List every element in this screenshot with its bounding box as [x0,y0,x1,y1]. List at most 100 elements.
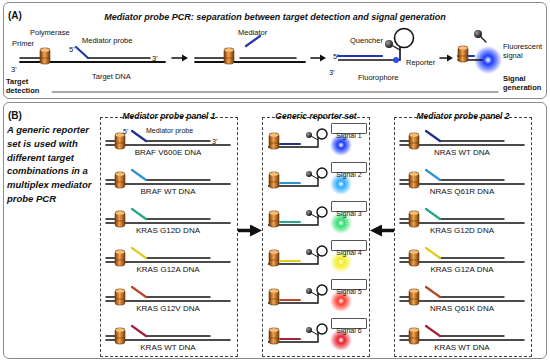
box-text: Signal 3 [336,209,361,218]
signal-box: Signal 2 [331,162,367,173]
polymerase-body [409,328,419,344]
mediator-probe-strand [146,296,210,297]
part-label: Mediator probe [82,37,132,46]
part-label: Target detection [6,78,52,95]
probe-unit [400,209,524,227]
polymerase-symbol [409,328,419,344]
quencher-linker [311,331,318,335]
reporter-loop [317,246,327,256]
polymerase-body [115,172,125,188]
box-text: Signal 4 [336,248,361,257]
polymerase-body [269,133,279,149]
polymerase-band [409,299,419,300]
part-label: Fluorophore [358,74,398,83]
part-label: Quencher [350,37,383,46]
polymerase-band [115,143,125,144]
text-slot: (A) [8,5,22,23]
polymerase-body [269,211,279,227]
probe-unit [106,209,230,227]
probe-unit [106,170,230,188]
mediator-tail [132,287,146,297]
polymerase-symbol [409,211,419,227]
part-label: Mediator [238,29,267,38]
mediator-strand [280,260,300,262]
mediator-probe-strand [440,179,504,180]
polymerase-body [40,48,50,64]
quencher-linker [481,37,486,42]
text-slot: Generic reporter set [262,105,370,123]
polymerase-body [115,289,125,305]
polymerase-top [270,211,279,215]
polymerase-band [269,338,279,339]
primer-strand [400,140,410,141]
polymerase-top [116,172,125,176]
polymerase-symbol [269,172,279,188]
polymerase-body [409,211,419,227]
primer-strand [400,179,410,180]
probe-unit [400,170,524,188]
mediator-tail [132,131,146,141]
text-slot: Mediator probe panel 2 [394,105,532,123]
polymerase-band [224,58,234,59]
signal-box: Signal 6 [331,318,367,329]
polymerase-symbol [224,48,234,64]
quencher-ball [306,210,312,216]
label-slot: Reporter [406,51,435,69]
label-slot: 3' [329,61,335,79]
text-slot: (B) [8,105,22,123]
polymerase-symbol [269,133,279,149]
polymerase-body [115,328,125,344]
signal-box: Signal 1 [331,123,367,134]
mediator-tail [426,131,440,141]
part-label: Primer [12,40,34,49]
mediator-tail [132,326,146,336]
polymerase-body [409,250,419,266]
polymerase-symbol [269,211,279,227]
text-slot: Mediator probe PCR: separation between t… [4,6,546,24]
polymerase-top [225,48,234,52]
mediator-probe-strand [440,257,504,258]
polymerase-symbol [115,289,125,305]
fluorophore-dot [393,57,399,63]
mediator-tail [132,248,146,258]
label-slot: KRAS G12D DNA [400,226,524,235]
label-slot: BRAF WT DNA [106,187,230,196]
text-slot: A generic reporter set is used with diff… [7,123,99,206]
quencher-ball [306,132,312,138]
label-slot: 5' [333,45,339,63]
part-label: 3' [329,69,335,78]
polymerase-body [269,250,279,266]
polymerase-symbol [409,172,419,188]
flow-arrow [238,229,252,233]
polymerase-top [410,289,419,293]
polymerase-band [40,58,50,59]
probe-group-box: Signal 1Signal 2Signal 3Signal 4Signal 5… [262,104,370,357]
target-label: NRAS WT DNA [400,148,524,157]
panel-heading: Generic reporter set [275,111,356,121]
part-label: 5' [69,46,75,55]
reporter-loop [395,29,414,48]
polymerase-band [269,299,279,300]
quencher-linker [311,214,318,218]
quencher-linker [311,253,318,257]
polymerase-symbol [115,250,125,266]
primer-strand [400,257,410,258]
panel-box: (A)Mediator probe PCR: separation betwee… [3,2,547,99]
primer-strand [20,57,40,59]
step-arrow-shaft [440,57,448,59]
primer-strand [106,335,116,336]
label-slot: 5' [123,120,128,138]
label-slot: NRAS WT DNA [400,148,524,157]
step-arrow-shaft [311,57,321,59]
polymerase-band [458,56,468,57]
label-slot: KRAS WT DNA [106,343,230,352]
part-label: 3' [212,138,217,146]
polymerase-body [115,133,125,149]
mediator-strand [338,55,382,57]
reporter-loop [317,285,327,295]
polymerase-symbol [269,250,279,266]
label-slot: KRAS G12V DNA [106,304,230,313]
polymerase-top [410,211,419,215]
polymerase-top [410,250,419,254]
polymerase-band [115,260,125,261]
